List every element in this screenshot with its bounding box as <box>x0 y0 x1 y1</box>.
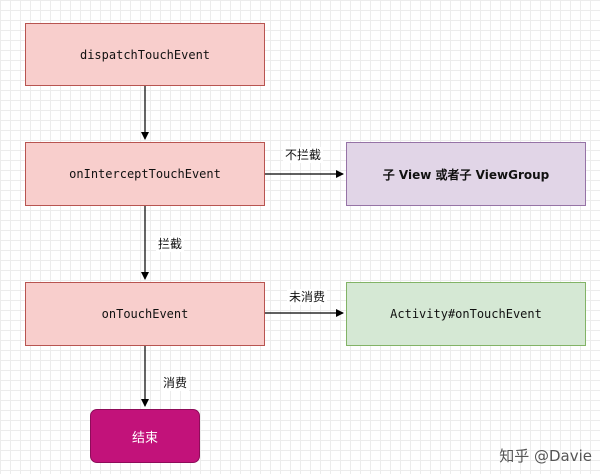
watermark: 知乎 @Davie <box>499 447 592 465</box>
edge-label-consumed: 消费 <box>161 375 190 391</box>
edge-label-not-consumed: 未消费 <box>287 289 328 305</box>
node-child-view: 子 View 或者子 ViewGroup <box>346 142 586 206</box>
node-on-touch-event: onTouchEvent <box>25 282 265 346</box>
node-activity-on-touch-event: Activity#onTouchEvent <box>346 282 586 346</box>
node-touch-label: onTouchEvent <box>101 307 189 321</box>
node-end: 结束 <box>90 409 200 463</box>
edge-label-not-intercept: 不拦截 <box>283 147 324 163</box>
node-activity-label: Activity#onTouchEvent <box>390 307 542 321</box>
node-on-intercept-touch-event: onInterceptTouchEvent <box>25 142 265 206</box>
node-end-label: 结束 <box>131 430 158 446</box>
node-intercept-label: onInterceptTouchEvent <box>69 167 221 181</box>
node-dispatch-touch-event: dispatchTouchEvent <box>25 23 265 86</box>
node-dispatch-label: dispatchTouchEvent <box>79 47 211 62</box>
edge-label-intercept: 拦截 <box>156 236 185 252</box>
node-child-label: 子 View 或者子 ViewGroup <box>382 167 550 182</box>
